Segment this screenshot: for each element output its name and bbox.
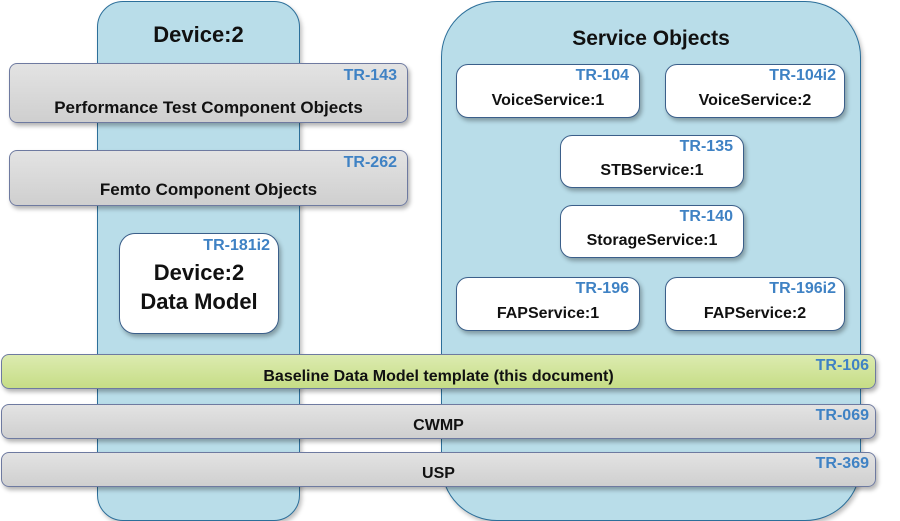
usp-tag: TR-369 xyxy=(815,455,869,472)
femto-component-bar: TR-262 Femto Component Objects xyxy=(9,150,408,206)
device-data-model-line2: Data Model xyxy=(140,289,258,314)
voice-service-1-box: TR-104 VoiceService:1 xyxy=(456,64,640,118)
cwmp-label: CWMP xyxy=(413,417,464,434)
usp-bar: TR-369 USP xyxy=(1,452,876,487)
performance-test-label: Performance Test Component Objects xyxy=(54,98,363,117)
stb-service-label: STBService:1 xyxy=(600,162,704,179)
device-data-model-tag: TR-181i2 xyxy=(203,237,270,254)
stb-service-box: TR-135 STBService:1 xyxy=(560,135,744,188)
fap-service-1-box: TR-196 FAPService:1 xyxy=(456,277,640,331)
baseline-data-model-label: Baseline Data Model template (this docum… xyxy=(263,368,614,385)
voice-service-1-tag: TR-104 xyxy=(575,67,629,84)
voice-service-2-box: TR-104i2 VoiceService:2 xyxy=(665,64,845,118)
storage-service-label: StorageService:1 xyxy=(586,232,718,249)
performance-test-tag: TR-143 xyxy=(343,67,397,84)
storage-service-tag: TR-140 xyxy=(679,208,733,225)
voice-service-1-label: VoiceService:1 xyxy=(491,92,605,109)
baseline-data-model-tag: TR-106 xyxy=(815,357,869,374)
performance-test-bar: TR-143 Performance Test Component Object… xyxy=(9,63,408,123)
baseline-data-model-bar: TR-106 Baseline Data Model template (thi… xyxy=(1,354,876,389)
device-data-model-line1: Device:2 xyxy=(153,260,245,285)
voice-service-2-label: VoiceService:2 xyxy=(698,92,812,109)
service-objects-title: Service Objects xyxy=(572,27,730,50)
fap-service-1-label: FAPService:1 xyxy=(496,305,600,322)
cwmp-tag: TR-069 xyxy=(815,407,869,424)
cwmp-bar: TR-069 CWMP xyxy=(1,404,876,439)
fap-service-2-tag: TR-196i2 xyxy=(769,280,836,297)
fap-service-1-tag: TR-196 xyxy=(575,280,629,297)
fap-service-2-label: FAPService:2 xyxy=(703,305,807,322)
femto-component-tag: TR-262 xyxy=(343,154,397,171)
device-container-title: Device:2 xyxy=(153,22,244,47)
voice-service-2-tag: TR-104i2 xyxy=(769,67,836,84)
femto-component-label: Femto Component Objects xyxy=(99,180,318,199)
device-data-model-box: TR-181i2 Device:2 Data Model xyxy=(119,233,279,334)
stb-service-tag: TR-135 xyxy=(679,138,733,155)
fap-service-2-box: TR-196i2 FAPService:2 xyxy=(665,277,845,331)
storage-service-box: TR-140 StorageService:1 xyxy=(560,205,744,258)
usp-label: USP xyxy=(422,465,455,482)
